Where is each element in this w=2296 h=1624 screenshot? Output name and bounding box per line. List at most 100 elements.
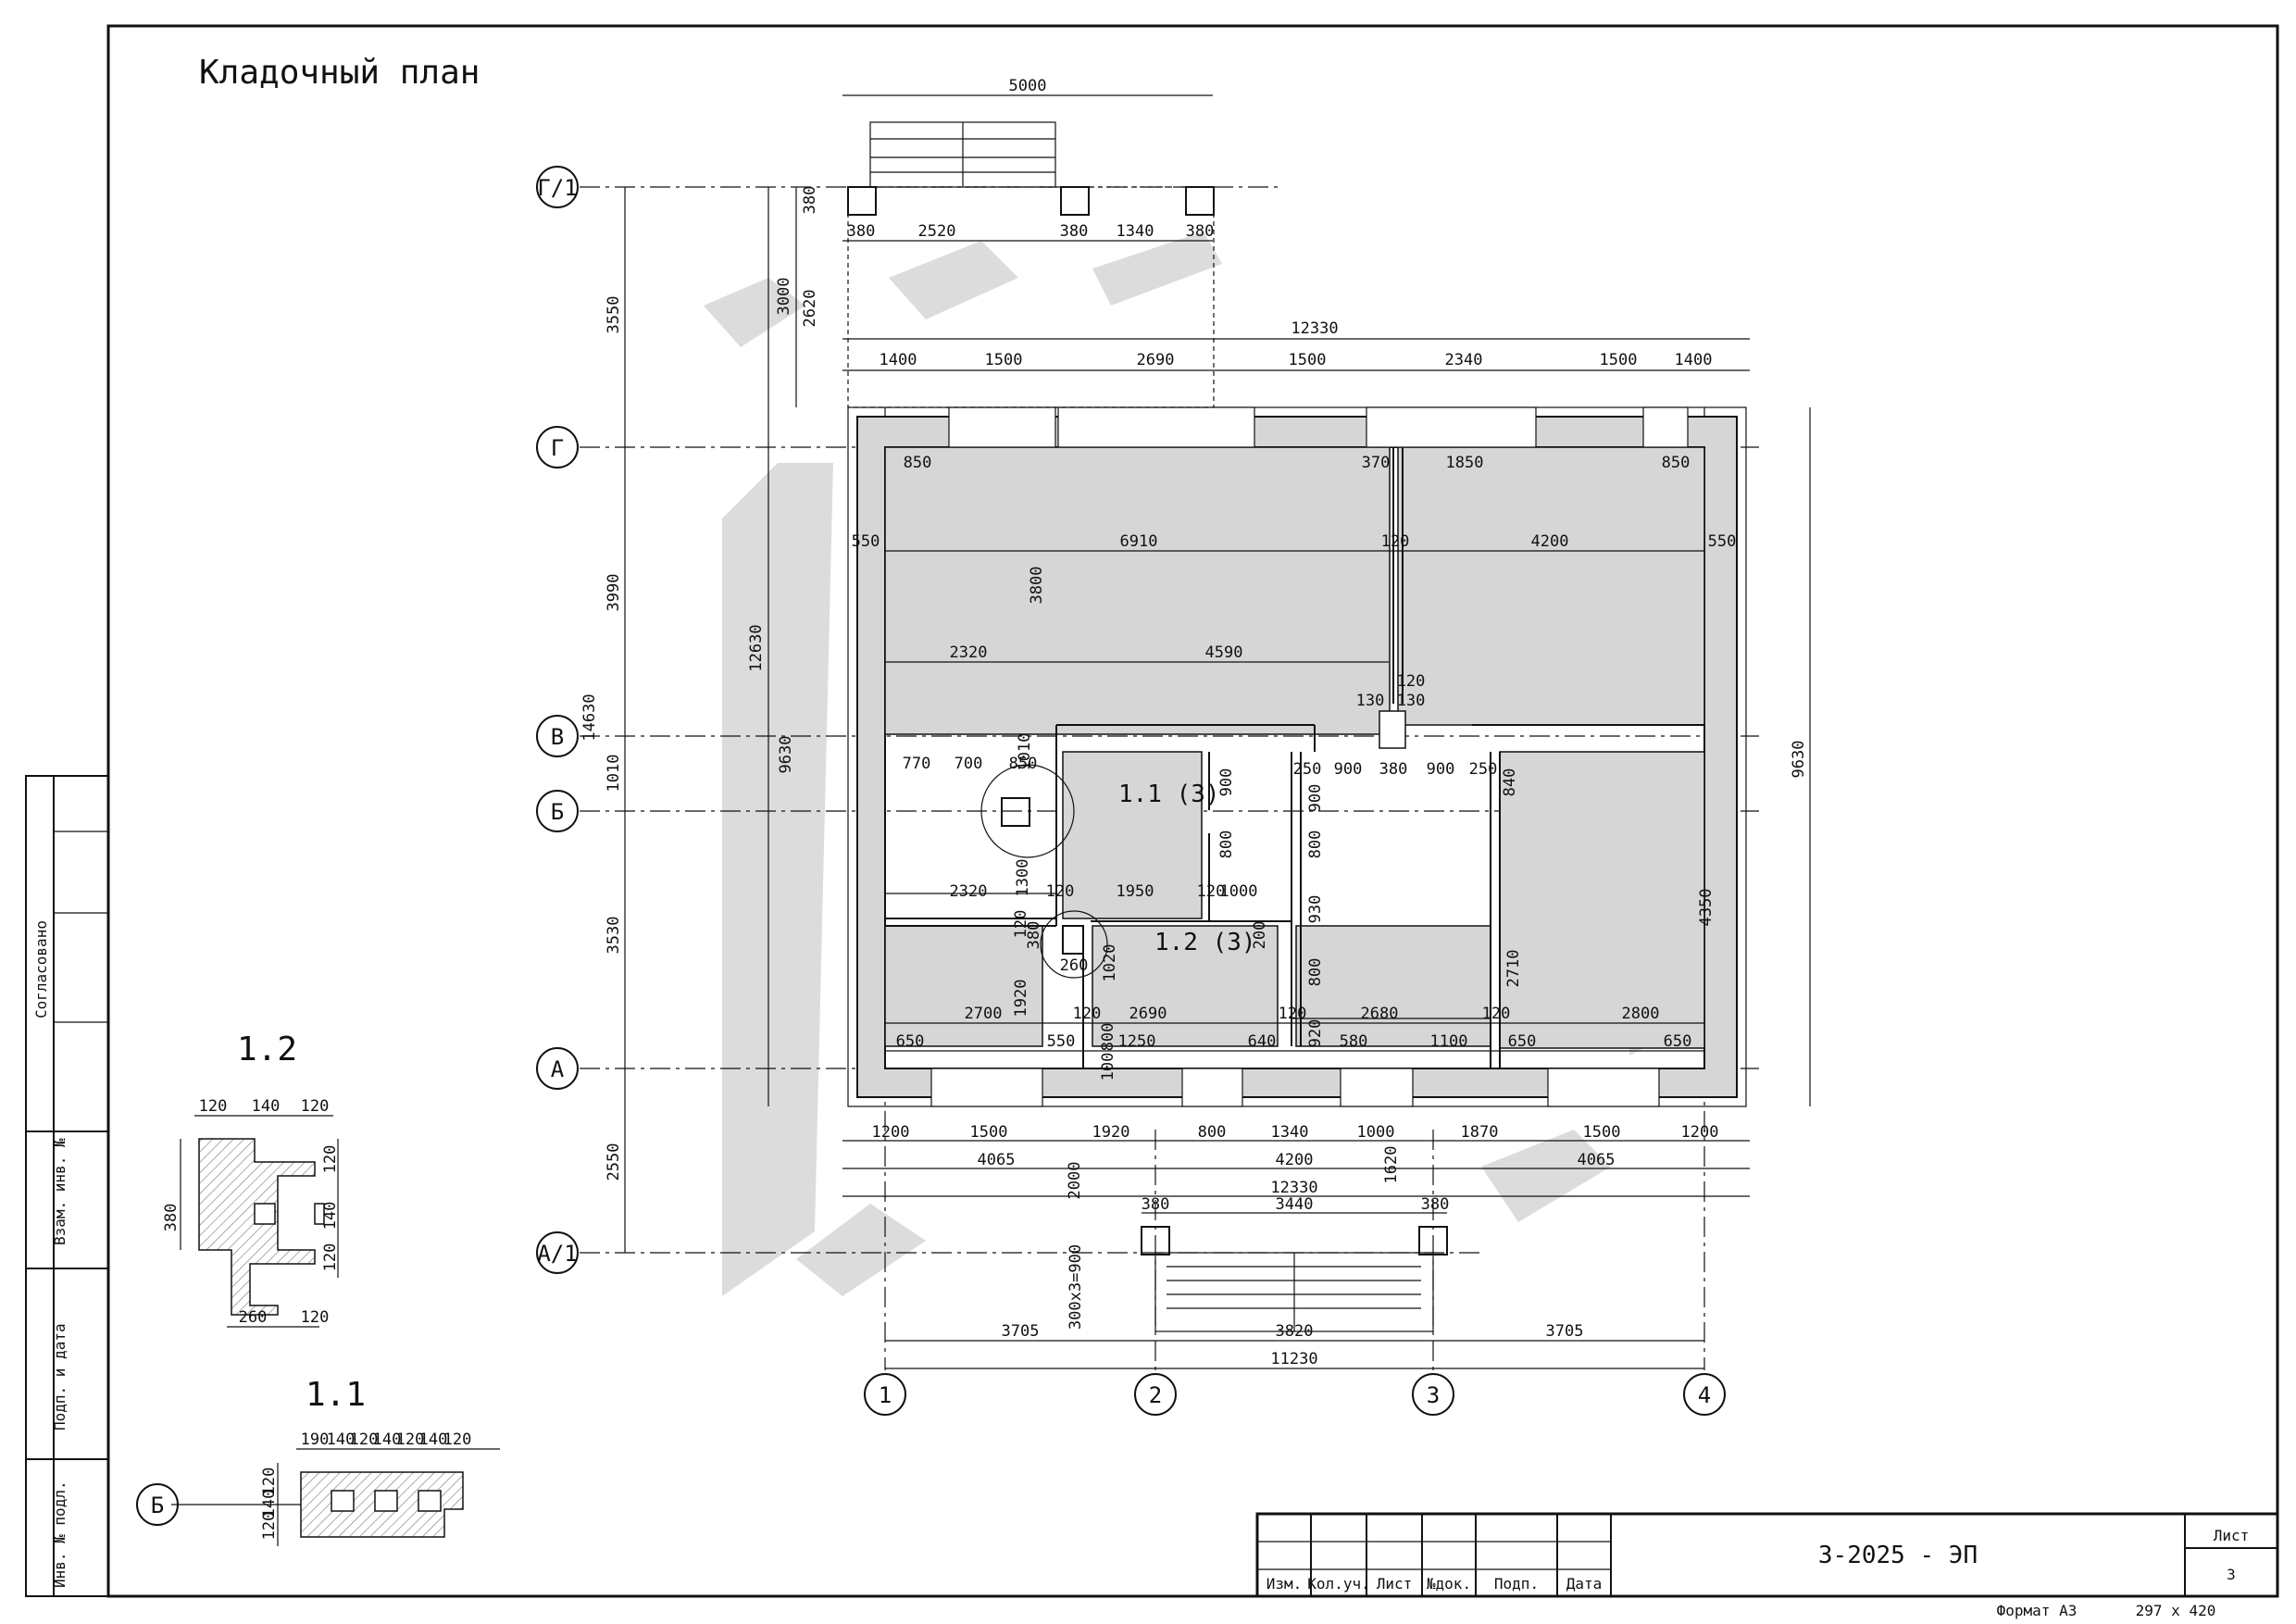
- dim-left-5: 2550: [605, 1143, 623, 1181]
- dim-interior-9: 3800: [1028, 567, 1046, 605]
- col-axes: 1 2 3 4: [864, 1373, 1726, 1416]
- detail-1-1: 1.1 Б 190 140 120 140 120 140 120 120 14…: [136, 1376, 500, 1546]
- row-axes: Г/1 Г В Б А А/1: [536, 166, 579, 1274]
- dim-interior-4: 550: [852, 532, 880, 551]
- dim-bottom-8: 1200: [1681, 1123, 1719, 1142]
- d11-dim-8: 140: [260, 1490, 279, 1518]
- dim-interior-58: 580: [1340, 1032, 1368, 1051]
- dim-interior-42: 800: [1306, 958, 1325, 987]
- dim-interior-47: 2690: [1129, 1005, 1167, 1023]
- dim-interior-62: 100: [1099, 1053, 1117, 1081]
- d11-dim-7: 120: [260, 1468, 279, 1496]
- d11-dim-0: 190: [301, 1430, 330, 1449]
- dim-left-3: 1010: [605, 755, 623, 793]
- dim-interior-37: 120: [1012, 910, 1030, 939]
- dim-bottom-16: 3440: [1276, 1195, 1314, 1214]
- callout-1-1: 1.1 (3): [1118, 781, 1220, 808]
- axis-4: 4: [1698, 1382, 1711, 1408]
- dim-top-7: 1400: [880, 351, 917, 369]
- dim-bottom-0: 1200: [872, 1123, 910, 1142]
- dim-left-2: 14630: [580, 693, 599, 741]
- sidebar-stamp: Согласовано Взам. инв. № Подп. и дата Ин…: [25, 775, 109, 1597]
- dim-interior-21: 380: [1379, 760, 1408, 779]
- dim-interior-6: 120: [1381, 532, 1410, 551]
- dim-interior-43: 2710: [1504, 950, 1523, 988]
- dim-interior-54: 800: [1099, 1023, 1117, 1052]
- dim-top-4: 1340: [1117, 222, 1154, 241]
- dim-interior-19: 250: [1293, 760, 1322, 779]
- dim-interior-14: 130: [1397, 692, 1426, 710]
- d12-dim-3: 120: [321, 1145, 340, 1174]
- dim-interior-8: 550: [1708, 532, 1737, 551]
- dim-left-8: 3000: [775, 278, 793, 316]
- dim-interior-25: 840: [1501, 768, 1519, 797]
- d11-dim-5: 140: [419, 1430, 448, 1449]
- dim-interior-60: 650: [1508, 1032, 1537, 1051]
- dim-interior-55: 1250: [1118, 1032, 1156, 1051]
- sidebar-agreed: Согласовано: [32, 920, 50, 1018]
- page-title: Кладочный план: [199, 54, 480, 92]
- dim-top-2: 2520: [918, 222, 956, 241]
- dim-top-11: 2340: [1445, 351, 1483, 369]
- d12-dim-1: 140: [252, 1097, 281, 1116]
- dim-left-4: 3530: [605, 917, 623, 955]
- dim-interior-12: 130: [1356, 692, 1385, 710]
- dim-bottom-5: 1000: [1357, 1123, 1395, 1142]
- dim-interior-10: 2320: [950, 643, 988, 662]
- dim-interior-3: 850: [1662, 454, 1691, 472]
- axis-v: В: [551, 724, 564, 750]
- dim-interior-61: 650: [1664, 1032, 1692, 1051]
- dim-interior-35: 930: [1306, 895, 1325, 924]
- d12-dim-0: 120: [199, 1097, 228, 1116]
- dim-interior-46: 120: [1073, 1005, 1102, 1023]
- detail-1-1-title: 1.1: [306, 1376, 366, 1414]
- title-block: Изм. Кол.уч. Лист №док. Подп. Дата 3-202…: [1255, 1512, 2279, 1619]
- axis-a1: А/1: [537, 1241, 577, 1267]
- dim-left-0: 3550: [605, 296, 623, 334]
- dim-bottom-15: 380: [1142, 1195, 1170, 1214]
- tb-col-kol: Кол.уч.: [1307, 1575, 1369, 1593]
- detail-1-2: 1.2 120 140 120 120 380 140 120 260 120: [162, 1031, 340, 1328]
- d12-dim-5: 140: [321, 1202, 340, 1230]
- dim-interior-16: 700: [955, 755, 983, 773]
- dim-top-12: 1500: [1600, 351, 1638, 369]
- dim-bottom-12: 12330: [1270, 1179, 1317, 1197]
- dim-interior-18: 1010: [1016, 733, 1034, 771]
- dim-interior-26: 900: [1306, 784, 1325, 813]
- dim-interior-17: 850: [1009, 755, 1038, 773]
- d12-dim-8: 120: [301, 1308, 330, 1327]
- dim-interior-30: 1300: [1014, 859, 1032, 897]
- dim-interior-28: 800: [1306, 831, 1325, 859]
- dim-bottom-6: 1870: [1461, 1123, 1499, 1142]
- tb-col-podp: Подп.: [1494, 1575, 1539, 1593]
- sidebar-sign-date: Подп. и дата: [51, 1323, 69, 1430]
- dim-bottom-7: 1500: [1583, 1123, 1621, 1142]
- dim-interior-38: 380: [1025, 921, 1043, 950]
- dim-top-0: 5000: [1009, 77, 1047, 95]
- dim-bottom-2: 1920: [1092, 1123, 1130, 1142]
- d11-dim-9: 120: [260, 1512, 279, 1541]
- tb-col-doc: №док.: [1427, 1575, 1471, 1593]
- dim-interior-13: 120: [1397, 672, 1426, 691]
- tb-sheet-no: 3: [2227, 1566, 2236, 1583]
- d11-dim-4: 120: [396, 1430, 425, 1449]
- dim-left-6: 12630: [747, 624, 766, 671]
- dim-bottom-13: 2000: [1066, 1162, 1084, 1200]
- dim-bottom-18: 300x3=900: [1067, 1244, 1085, 1330]
- d12-dim-2: 120: [301, 1097, 330, 1116]
- axis-g1: Г/1: [537, 175, 577, 201]
- d12-dim-6: 120: [321, 1243, 340, 1272]
- tb-col-data: Дата: [1566, 1575, 1603, 1593]
- dim-top-8: 1500: [985, 351, 1023, 369]
- dim-left-1: 3990: [605, 574, 623, 612]
- dim-interior-23: 250: [1469, 760, 1498, 779]
- dim-interior-31: 120: [1046, 882, 1075, 901]
- dim-interior-45: 2700: [965, 1005, 1003, 1023]
- tb-size: 297 x 420: [2136, 1602, 2216, 1619]
- dim-interior-22: 900: [1427, 760, 1455, 779]
- dim-top-6: 12330: [1291, 319, 1338, 338]
- d11-dim-6: 120: [443, 1430, 472, 1449]
- axis-a: А: [551, 1056, 565, 1082]
- dim-left-9: 2620: [801, 290, 819, 328]
- dim-interior-49: 2680: [1361, 1005, 1399, 1023]
